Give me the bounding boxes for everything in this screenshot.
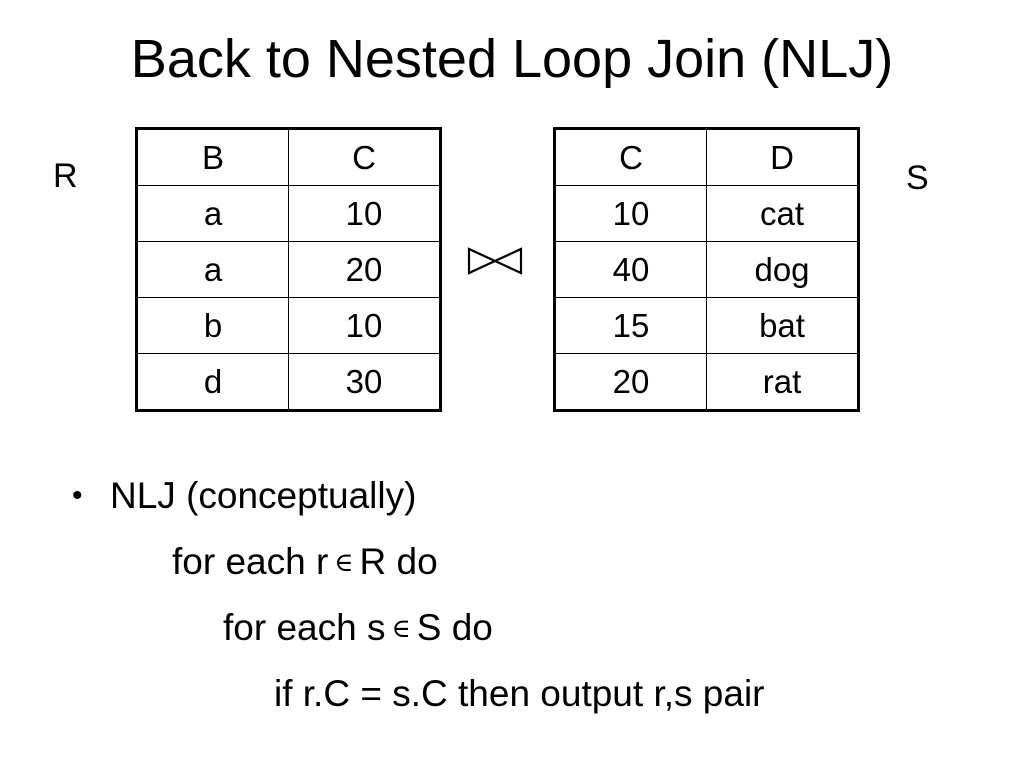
bullet-heading: NLJ (conceptually) [110, 475, 417, 516]
table-cell: 20 [554, 353, 707, 411]
pseudocode-text: R do [359, 541, 438, 582]
table-row: 10 cat [554, 185, 859, 242]
relation-s-label: S [906, 159, 929, 197]
pseudocode-line-inner-loop: for each s∈S do [223, 606, 493, 651]
table-header-cell: C [554, 128, 707, 186]
relation-r-label: R [53, 157, 78, 195]
table-cell: 30 [288, 353, 441, 411]
pseudocode-text: for each r [172, 541, 329, 582]
table-row: 40 dog [554, 241, 859, 298]
table-row: 15 bat [554, 297, 859, 354]
table-cell: d [136, 353, 289, 411]
table-cell: b [136, 297, 289, 354]
table-cell: a [136, 185, 289, 242]
pseudocode-text: S do [416, 607, 493, 648]
pseudocode-line-condition: if r.C = s.C then output r,s pair [274, 673, 765, 714]
table-cell: 40 [554, 241, 707, 298]
table-cell: 20 [288, 241, 441, 298]
table-cell: rat [706, 353, 859, 411]
table-cell: 15 [554, 297, 707, 354]
table-cell: 10 [554, 185, 707, 242]
table-cell: a [136, 241, 289, 298]
table-header-row: C D [554, 128, 859, 186]
bowtie-join-icon [467, 247, 523, 275]
pseudocode-line-outer-loop: for each r∈R do [172, 540, 438, 585]
table-row: a 10 [136, 185, 441, 242]
table-cell: 10 [288, 185, 441, 242]
bullet-marker: • [72, 479, 83, 512]
table-row: a 20 [136, 241, 441, 298]
element-of-symbol: ∈ [334, 548, 354, 578]
slide-title: Back to Nested Loop Join (NLJ) [130, 29, 894, 89]
relation-s-table: C D 10 cat 40 dog 15 bat 20 rat [553, 127, 860, 412]
relation-r-table: B C a 10 a 20 b 10 d 30 [135, 127, 442, 412]
table-header-row: B C [136, 128, 441, 186]
table-cell: bat [706, 297, 859, 354]
table-cell: dog [706, 241, 859, 298]
table-header-cell: D [706, 128, 859, 186]
table-header-cell: B [136, 128, 289, 186]
table-row: d 30 [136, 353, 441, 411]
table-cell: 10 [288, 297, 441, 354]
table-row: b 10 [136, 297, 441, 354]
element-of-symbol: ∈ [391, 614, 411, 644]
pseudocode-text: for each s [223, 607, 386, 648]
table-header-cell: C [288, 128, 441, 186]
table-row: 20 rat [554, 353, 859, 411]
table-cell: cat [706, 185, 859, 242]
